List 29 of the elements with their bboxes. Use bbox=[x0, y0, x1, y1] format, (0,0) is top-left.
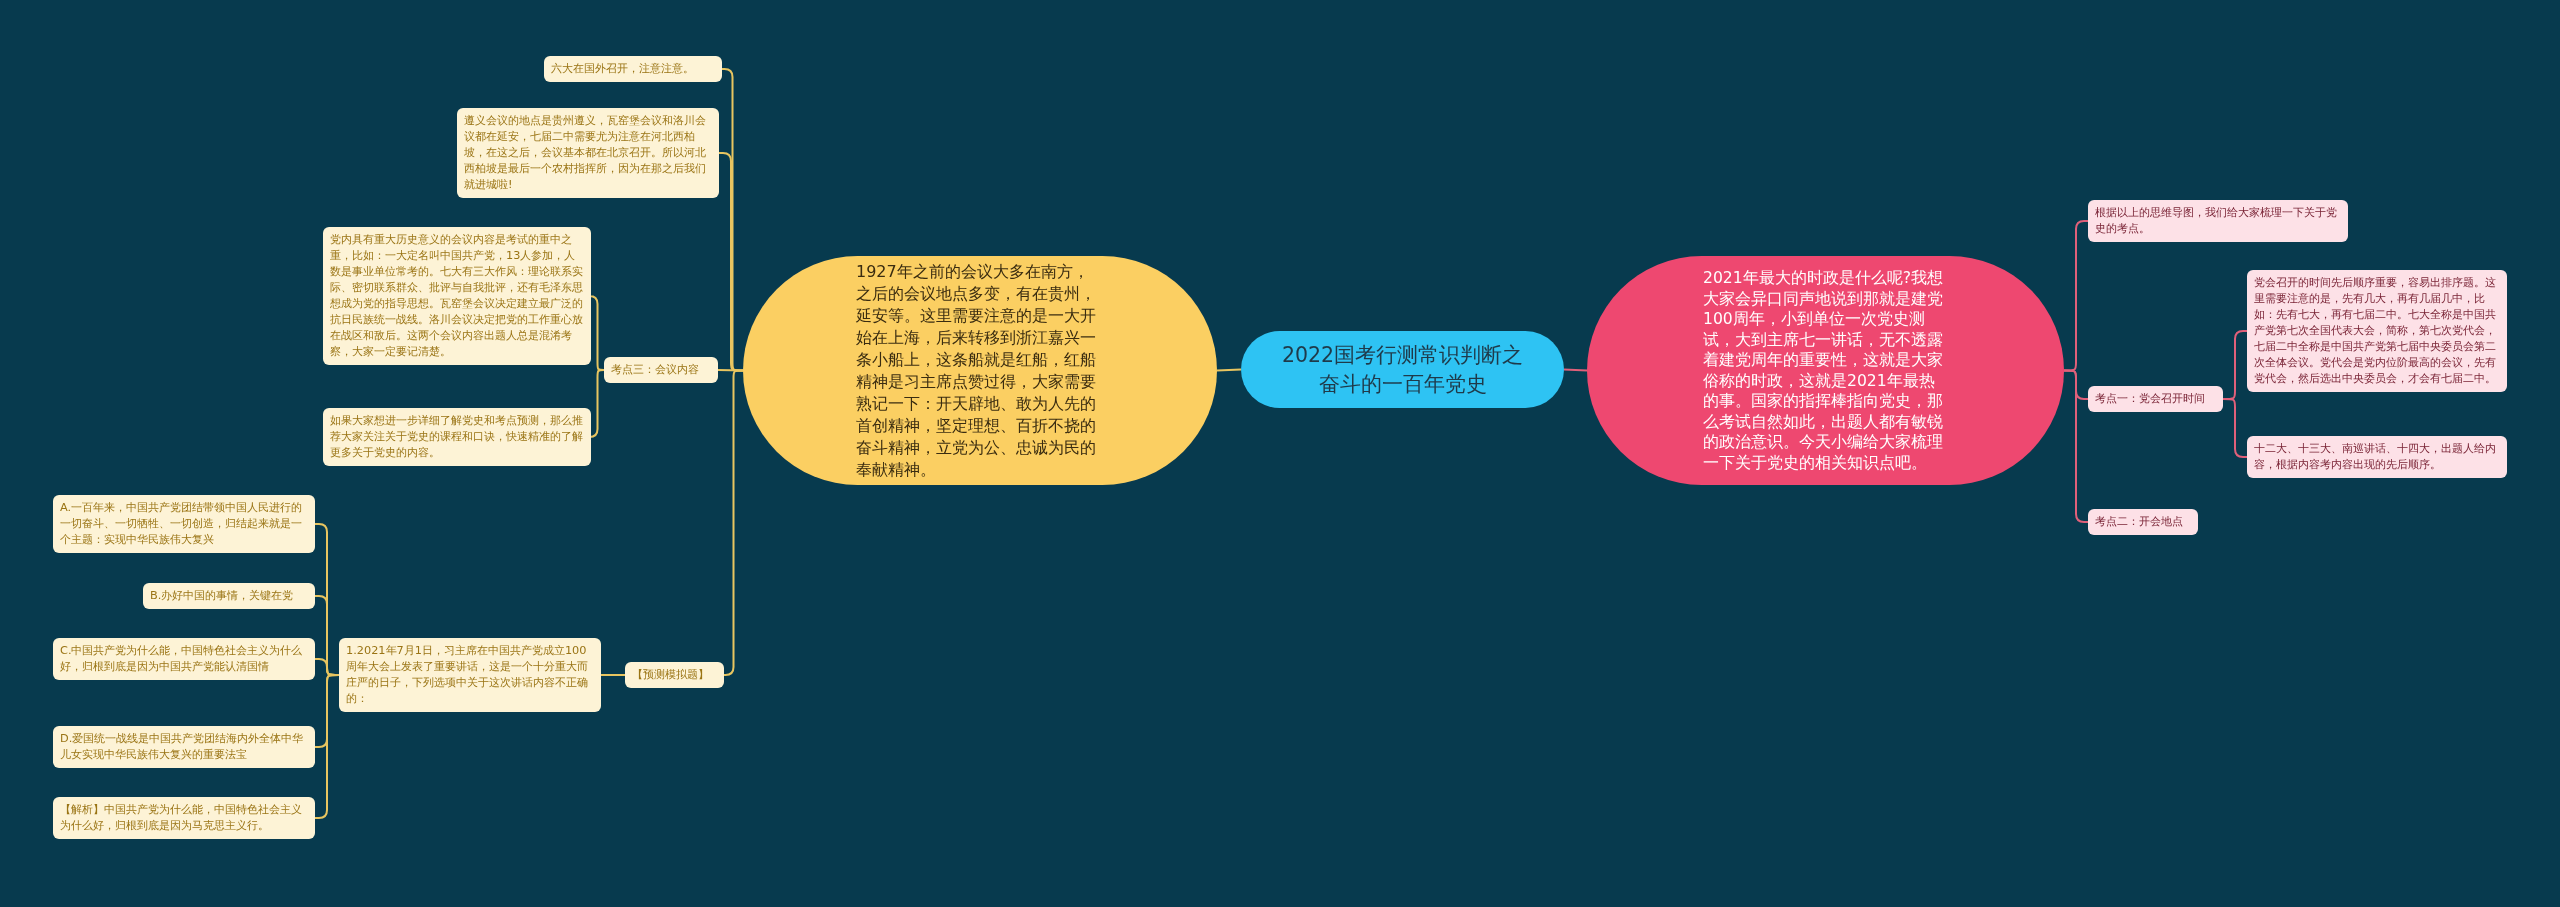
note-box: 十二大、十三大、南巡讲话、十四大，出题人给内容，根据内容考内容出现的先后顺序。 bbox=[2247, 436, 2507, 478]
note-box: 如果大家想进一步详细了解党史和考点预测，那么推荐大家关注关于党史的课程和口诀，快速精准的了解更多关于党史的内容。 bbox=[323, 408, 591, 466]
connector bbox=[600, 674, 626, 676]
note-box: 根据以上的思维导图，我们给大家梳理一下关于党史的考点。 bbox=[2088, 200, 2348, 242]
subtopic-box: 考点三：会议内容 bbox=[604, 357, 718, 383]
connector bbox=[717, 369, 744, 372]
subtopic-box: 考点一：党会召开时间 bbox=[2088, 386, 2223, 412]
connector bbox=[2222, 398, 2248, 458]
topic-capsule: 1927年之前的会议大多在南方，之后的会议地点多变，有在贵州，延安等。这里需要注意的是一大开始在上海，后来转移到浙江嘉兴一条小船上，这条船就是红船，红船精神是习主席点赞过得，大家需要熟记一下：开天辟地、敢为人先的首创精神，坚定理想、百折不挠的奋斗精神，立党为公、忠诚为民的奉献精神。 bbox=[743, 256, 1217, 485]
subtopic-box: 【预测模拟题】 bbox=[625, 662, 724, 688]
connector bbox=[2063, 369, 2089, 523]
central-topic: 2022国考行测常识判断之奋斗的一百年党史 bbox=[1241, 331, 1564, 408]
connector bbox=[1216, 368, 1242, 372]
question-box: 1.2021年7月1日，习主席在中国共产党成立100周年大会上发表了重要讲话，这是一个十分重大而庄严的日子，下列选项中关于这次讲话内容不正确的： bbox=[339, 638, 601, 712]
note-box: 遵义会议的地点是贵州遵义，瓦窑堡会议和洛川会议都在延安，七届二中需要尤为注意在河北西柏坡，在这之后，会议基本都在北京召开。所以河北西柏坡是最后一个农村指挥所，因为在那之后我们就进城啦! bbox=[457, 108, 719, 198]
subtopic-box: 考点二：开会地点 bbox=[2088, 509, 2198, 535]
option-box: C.中国共产党为什么能，中国特色社会主义为什么好，归根到底是因为中国共产党能认清国情 bbox=[53, 638, 315, 680]
answer-box: 【解析】中国共产党为什么能，中国特色社会主义为什么好，归根到底是因为马克思主义行。 bbox=[53, 797, 315, 839]
note-box: 六大在国外召开，注意注意。 bbox=[544, 56, 722, 82]
note-box: 党内具有重大历史意义的会议内容是考试的重中之重，比如：一大定名叫中国共产党，13人参加，人数是事业单位常考的。七大有三大作风：理论联系实际、密切联系群众、批评与自我批评，还有毛泽东思想成为党的指导思想。瓦窑堡会议决定建立最广泛的抗日民族统一战线。洛川会议决定把党的工作重心放在战区和敌后。这两个会议内容出题人总是混淆考察，大家一定要记清楚。 bbox=[323, 227, 591, 365]
option-box: D.爱国统一战线是中国共产党团结海内外全体中华儿女实现中华民族伟大复兴的重要法宝 bbox=[53, 726, 315, 768]
option-box: A.一百年来，中国共产党团结带领中国人民进行的一切奋斗、一切牺牲、一切创造，归结起来就是一个主题：实现中华民族伟大复兴 bbox=[53, 495, 315, 553]
connector bbox=[314, 674, 340, 819]
connector bbox=[2063, 220, 2089, 372]
option-box: B.办好中国的事情，关键在党 bbox=[143, 583, 315, 609]
topic-capsule: 2021年最大的时政是什么呢?我想大家会异口同声地说到那就是建党100周年，小到单位一次党史测试，大到主席七一讲话，无不透露着建党周年的重要性，这就是大家俗称的时政，这就是2021年最热的事。国家的指挥棒指向党史，那么考试自然如此，出题人都有敏锐的政治意识。今天小编给大家梳理一下关于党史的相关知识点吧。 bbox=[1587, 256, 2064, 485]
connector bbox=[1563, 368, 1588, 372]
note-box: 党会召开的时间先后顺序重要，容易出排序题。这里需要注意的是，先有几大，再有几届几中，比如：先有七大，再有七届二中。七大全称是中国共产党第七次全国代表大会，简称，第七次党代会，七届二中全称是中国共产党第七届中央委员会第二次全体会议。党代会是党内位阶最高的会议，先有党代会，然后选出中央委员会，才会有七届二中。 bbox=[2247, 270, 2507, 392]
connector bbox=[723, 369, 744, 676]
